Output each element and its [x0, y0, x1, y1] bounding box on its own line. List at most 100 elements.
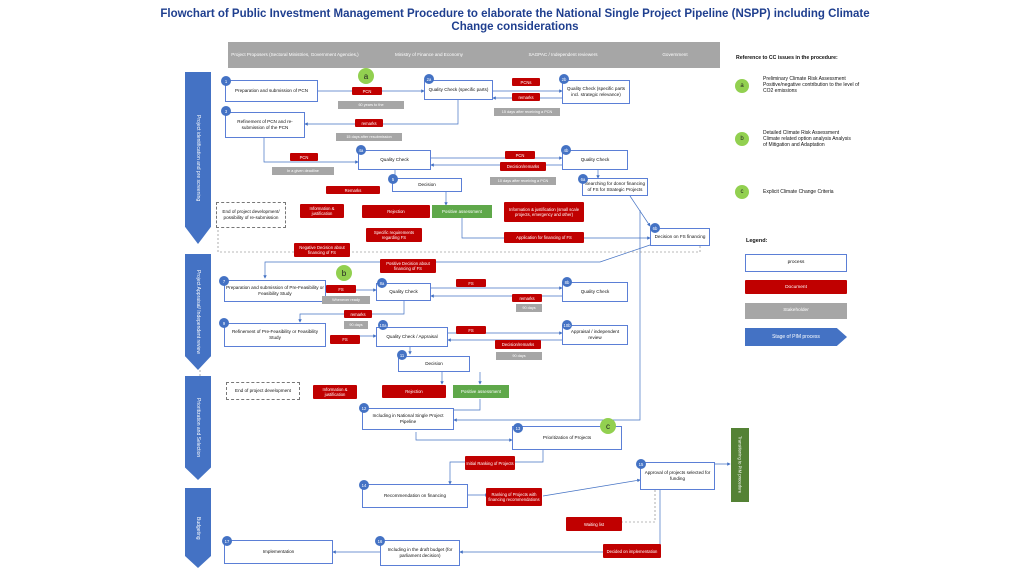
doc-specific-requirements: Specific requirements regarding FS [366, 228, 422, 242]
doc-information-justification: Information & justification [300, 204, 344, 218]
process-9: Refinement of Pre-Feasibility or Feasibi… [224, 323, 326, 347]
stakeholder-sagpac: SAGPAC / Independent reviewers [496, 42, 630, 68]
stage-appraisal: Project Appraisal/ Independent review [185, 254, 211, 370]
process-8a: Quality Check [376, 283, 431, 301]
process-7: Preparation and submission of Pre-Feasib… [224, 280, 326, 302]
stakeholder-project-proposers: Project Proposers (Sectoral Ministries, … [228, 42, 362, 68]
reference-heading: Reference to CC issues in the procedure: [736, 55, 838, 61]
doc-application-fs: Application for financing of FS [504, 232, 584, 243]
doc-ranking-financing: Ranking of Projects with financing recom… [486, 488, 542, 506]
doc-positive-decision: Positive Decision about financing of FS [380, 259, 436, 273]
legend-heading: Legend: [746, 238, 768, 244]
step-number: 17 [222, 536, 232, 546]
doc-pcn: PCN [505, 151, 535, 159]
process-2a: Quality Check (specific parts) [424, 80, 493, 100]
doc-decision-remarks: Decision/remarks [500, 162, 546, 171]
step-number: 3 [221, 106, 231, 116]
doc-remarks: Remarks [326, 186, 380, 194]
reference-text-a: Preliminary Climate Risk Assessment Posi… [763, 76, 860, 95]
process-4b: Quality Check [562, 150, 628, 170]
process-2b: Quality Check (specific parts incl. stra… [562, 80, 630, 104]
doc-pcns: PCNs [512, 78, 540, 86]
process-3: Refinement of PCN and re-submission of t… [225, 112, 305, 138]
step-number: 11 [397, 350, 407, 360]
doc-remarks: remarks [344, 310, 372, 318]
step-number: 8b [562, 277, 572, 287]
step-number: 2a [424, 74, 434, 84]
reference-marker-c: c [735, 185, 749, 199]
doc-pcn: PCN [352, 87, 382, 95]
process-8b: Quality Check [562, 282, 628, 302]
step-number: 9 [219, 318, 229, 328]
timing-box: 90 days [516, 304, 542, 312]
doc-fs: FS [456, 326, 486, 334]
cc-marker-a: a [358, 68, 374, 84]
step-number: 14 [359, 480, 369, 490]
legend-process: process [745, 254, 847, 272]
doc-remarks: remarks [512, 93, 540, 101]
process-15: Approval of projects selected for fundin… [640, 462, 715, 490]
end-of-project-2: End of project development [226, 382, 300, 400]
process-4a: Quality Check [358, 150, 431, 170]
doc-information-justification-fs: Information & justification (small scale… [504, 202, 584, 222]
stage-budgeting: Budgeting [185, 488, 211, 568]
process-17: Implementation [224, 540, 333, 564]
timing-box: 90 days [344, 321, 368, 329]
process-10a: Quality Check / Appraisal [376, 327, 448, 347]
doc-rejection: Rejection [362, 205, 430, 218]
doc-rejection: Rejection [382, 385, 446, 398]
timing-box: 15 days after resubmission [336, 133, 402, 141]
cc-marker-c: c [600, 418, 616, 434]
step-number: 6a [578, 174, 588, 184]
timing-box: 15 days after receiving a PCN [494, 108, 560, 116]
doc-decision-remarks: Decision/remarks [495, 340, 541, 349]
timing-box: 60 years to the [338, 101, 404, 109]
step-number: 16 [375, 536, 385, 546]
reference-marker-a: a [735, 79, 749, 93]
transition-bar: Transitioning to PIM procedure [731, 428, 749, 502]
doc-fs: FS [330, 335, 360, 344]
process-16: Including in the draft budget (for parli… [380, 540, 460, 566]
reference-marker-b: b [735, 132, 749, 146]
step-number: 15 [636, 459, 646, 469]
process-11: Decision [398, 356, 470, 372]
process-5: Decision [392, 178, 462, 192]
positive-assessment: Positive assessment [432, 205, 492, 218]
step-number: 10a [378, 320, 388, 330]
process-12: Including in National Single Project Pip… [362, 408, 454, 430]
end-of-project-1: End of project development/ possibility … [216, 202, 286, 228]
process-6a: Searching for donor financing of FS for … [582, 178, 648, 196]
doc-information-justification: Information & justification [313, 385, 357, 399]
reference-text-b: Detailed Climate Risk Assessment Climate… [763, 130, 851, 149]
reference-text-c: Explicit Climate Change Criteria [763, 189, 834, 195]
doc-remarks: remarks [512, 294, 542, 302]
legend-document: Document [745, 280, 847, 294]
step-number: 8a [377, 278, 387, 288]
step-number: 1 [221, 76, 231, 86]
doc-initial-ranking: Initial Ranking of Projects [465, 456, 515, 470]
stage-prioritization: Prioritization and Selection [185, 376, 211, 480]
timing-box: Whenever ready [322, 296, 370, 304]
step-number: 5 [388, 174, 398, 184]
doc-fs: FS [456, 279, 486, 287]
step-number: 2b [559, 74, 569, 84]
step-number: 4a [356, 145, 366, 155]
process-1: Preparation and submission of PCN [225, 80, 318, 102]
positive-assessment: Positive assessment [453, 385, 509, 398]
legend-stage: Stage of PIM process [745, 328, 847, 346]
step-number: 12 [359, 403, 369, 413]
doc-negative-decision: Negative Decision about financing of FS [294, 243, 350, 257]
diagram-title: Flowchart of Public Investment Managemen… [160, 8, 870, 33]
legend-stakeholder: Stakeholder [745, 303, 847, 319]
timing-box: 90 days [496, 352, 542, 360]
doc-decided-implementation: Decided on implementation [603, 544, 661, 558]
doc-remarks: remarks [355, 119, 383, 127]
step-number: 7 [219, 276, 229, 286]
step-number: 10b [562, 320, 572, 330]
stakeholder-government: Government [630, 42, 720, 68]
step-number: 6b [650, 223, 660, 233]
stage-identification: Project identification and pre screening [185, 72, 211, 244]
process-10b: Appraisal / independent review [562, 325, 628, 345]
step-number: 4b [561, 145, 571, 155]
step-number: 13 [513, 423, 523, 433]
